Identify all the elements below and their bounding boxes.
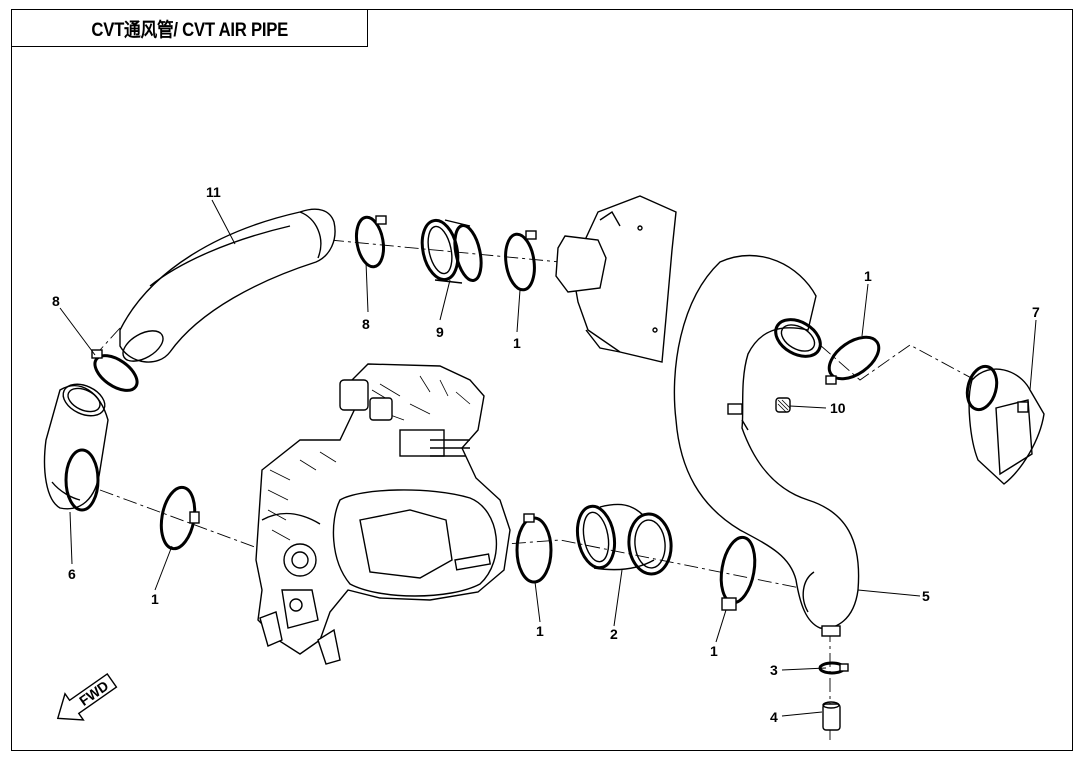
callout-7: 7 [1032,304,1040,320]
part-4-sleeve [822,701,841,731]
part-1-clamp-left [159,485,200,551]
callout-11: 11 [206,184,221,200]
callout-6: 6 [68,566,76,582]
page-title: CVT通风管/ CVT AIR PIPE [91,19,288,41]
callout-1-top: 1 [513,335,521,351]
cvt-cover-duct [555,195,677,363]
part-1-clamp-mid [515,513,553,584]
part-1-clamp-right [719,535,757,611]
callout-4: 4 [770,709,778,725]
part-10-fitting [775,397,791,413]
engine-assembly [255,363,511,665]
part-8-clamp-top [354,215,387,269]
callout-9: 9 [436,324,444,340]
part-5-main-pipe [673,254,860,637]
part-8-clamp-left [91,349,139,392]
callout-8-left: 8 [52,293,60,309]
callout-8-top: 8 [362,316,370,332]
callout-1-mid: 1 [536,623,544,639]
assembly-centerlines [99,239,991,740]
drawing-frame [11,9,1073,751]
callout-10: 10 [830,400,846,416]
part-2-coupler [575,503,673,576]
callout-2: 2 [610,626,618,642]
callout-1-right: 1 [710,643,718,659]
part-1-clamp-top [504,230,537,292]
part-1-clamp-upper-right [825,335,881,385]
callout-5: 5 [922,588,930,604]
part-9-coupler [420,218,483,284]
fwd-arrow-icon: FWD [56,672,118,721]
callout-labels: 11 8 8 9 1 1 7 10 6 1 1 2 1 5 3 4 [52,184,1040,725]
callout-3: 3 [770,662,778,678]
part-11-hose [119,208,336,363]
callout-1-left: 1 [151,591,159,607]
part-7-intake [965,364,1045,485]
callout-1-upper-right: 1 [864,268,872,284]
title-box: CVT通风管/ CVT AIR PIPE [11,9,368,47]
part-6-elbow [43,383,109,512]
leader-lines [59,199,1037,717]
